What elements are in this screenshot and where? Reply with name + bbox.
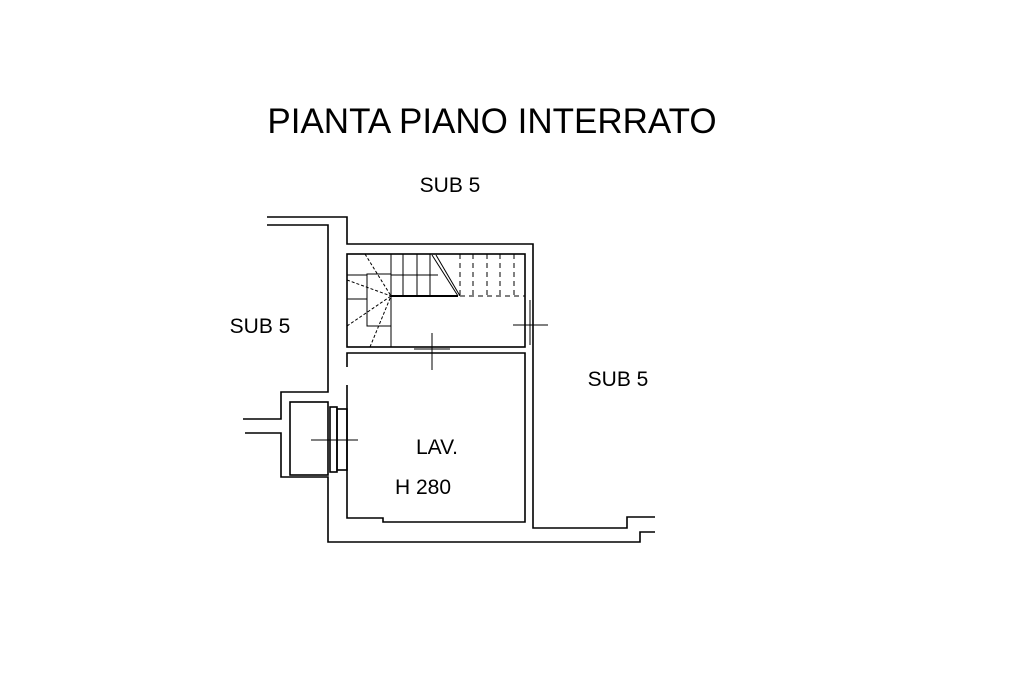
label-room: LAV. xyxy=(415,436,459,459)
axis-crosses xyxy=(311,300,548,441)
label-sub-top: SUB 5 xyxy=(419,174,481,197)
label-sub-right: SUB 5 xyxy=(587,368,649,391)
left-wall-lower xyxy=(245,432,655,543)
stair-area xyxy=(346,253,526,348)
plan-title: PIANTA PIANO INTERRATO xyxy=(267,102,717,141)
outer-wall-line xyxy=(267,216,655,529)
label-height: H 280 xyxy=(394,476,452,499)
stairs xyxy=(346,253,525,348)
shaft-box xyxy=(289,401,329,476)
label-sub-left: SUB 5 xyxy=(229,315,291,338)
room-wall xyxy=(346,352,526,523)
left-wall-upper xyxy=(243,224,329,420)
